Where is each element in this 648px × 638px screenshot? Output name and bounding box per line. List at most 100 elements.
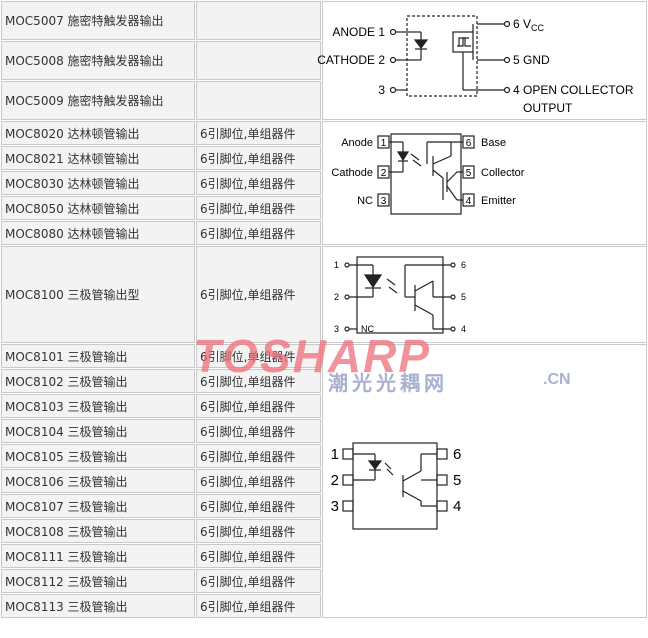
table-row: MOC8103 三极管输出 6引脚位,单组器件: [1, 394, 647, 418]
diagram-cell-darlington: 1 2 3 6 5 4 Anode Cathode NC Base Collec…: [322, 121, 647, 245]
model-cell: MOC8080 达林顿管输出: [1, 221, 195, 245]
table-row: MOC8106 三极管输出 6引脚位,单组器件: [1, 469, 647, 493]
pin-3-label: 3: [381, 196, 387, 207]
table-row: MOC8080 达林顿管输出 6引脚位,单组器件: [1, 221, 647, 245]
model-cell: MOC8107 三极管输出: [1, 494, 195, 518]
desc-cell: 6引脚位,单组器件: [196, 594, 321, 618]
pin-2-label: 2: [334, 292, 339, 302]
model-cell: MOC8100 三极管输出型: [1, 246, 195, 343]
cathode-label: CATHODE 2: [317, 53, 385, 67]
desc-cell: 6引脚位,单组器件: [196, 569, 321, 593]
desc-cell: [196, 81, 321, 120]
table-row: MOC8104 三极管输出 6引脚位,单组器件: [1, 419, 647, 443]
table-row: MOC8105 三极管输出 6引脚位,单组器件: [1, 444, 647, 468]
transistor-output-pinout-diagram-2: 1 2 3 6 5 4: [331, 442, 461, 530]
table-row: MOC8113 三极管输出 6引脚位,单组器件: [1, 594, 647, 618]
model-cell: MOC8050 达林顿管输出: [1, 196, 195, 220]
table-row: MOC5009 施密特触发器输出: [1, 81, 647, 120]
model-cell: MOC8103 三极管输出: [1, 394, 195, 418]
table-row: MOC5008 施密特触发器输出: [1, 41, 647, 80]
pin-6-label: 6: [453, 446, 461, 463]
cathode-label: Cathode: [331, 167, 373, 179]
pin-5-label: 5: [466, 168, 472, 179]
desc-cell: 6引脚位,单组器件: [196, 369, 321, 393]
model-cell: MOC8111 三极管输出: [1, 544, 195, 568]
desc-cell: 6引脚位,单组器件: [196, 519, 321, 543]
model-cell: MOC5008 施密特触发器输出: [1, 41, 195, 80]
pin3-label: 3: [378, 83, 385, 97]
desc-cell: 6引脚位,单组器件: [196, 494, 321, 518]
desc-cell: 6引脚位,单组器件: [196, 121, 321, 145]
gnd-label: 5 GND: [513, 53, 550, 67]
model-cell: MOC8102 三极管输出: [1, 369, 195, 393]
pin-4-label: 4: [461, 324, 466, 334]
diagram-cell-transistor-a: 1 2 3 NC 6 5 4: [322, 246, 647, 343]
desc-cell: 6引脚位,单组器件: [196, 171, 321, 195]
desc-cell: [196, 41, 321, 80]
output-label: OUTPUT: [523, 101, 573, 115]
open-collector-label: 4 OPEN COLLECTOR: [513, 83, 634, 97]
diagram-cell-transistor-b: 1 2 3 6 5 4: [322, 344, 647, 618]
desc-cell: 6引脚位,单组器件: [196, 544, 321, 568]
model-cell: MOC8104 三极管输出: [1, 419, 195, 443]
emitter-label: Emitter: [481, 195, 516, 207]
model-cell: MOC5009 施密特触发器输出: [1, 81, 195, 120]
model-cell: MOC5007 施密特触发器输出: [1, 1, 195, 40]
anode-label: Anode: [341, 137, 373, 149]
desc-cell: 6引脚位,单组器件: [196, 344, 321, 368]
pin-1-label: 1: [381, 138, 387, 149]
collector-label: Collector: [481, 167, 525, 179]
table-row: MOC8030 达林顿管输出 6引脚位,单组器件: [1, 171, 647, 195]
nc-label: NC: [361, 324, 374, 334]
pin-6-label: 6: [461, 260, 466, 270]
pin-2-label: 2: [331, 472, 339, 489]
transistor-output-pinout-diagram: 1 2 3 NC 6 5 4: [334, 256, 466, 334]
pin-4-label: 4: [453, 498, 461, 515]
table-row: MOC8100 三极管输出型 6引脚位,单组器件: [1, 246, 647, 343]
pin-5-label: 5: [461, 292, 466, 302]
vcc-label: 6 VCC: [513, 17, 545, 33]
base-label: Base: [481, 137, 506, 149]
pin-2-label: 2: [381, 168, 387, 179]
pin-1-label: 1: [334, 260, 339, 270]
desc-cell: 6引脚位,单组器件: [196, 196, 321, 220]
pin-3-label: 3: [331, 498, 339, 515]
desc-cell: 6引脚位,单组器件: [196, 146, 321, 170]
diagram-cell-schmitt: ANODE 1 CATHODE 2 3 6 VCC 5 GND 4 OPEN C…: [317, 1, 647, 120]
desc-cell: 6引脚位,单组器件: [196, 246, 321, 343]
model-cell: MOC8106 三极管输出: [1, 469, 195, 493]
model-cell: MOC8101 三极管输出: [1, 344, 195, 368]
model-cell: MOC8108 三极管输出: [1, 519, 195, 543]
nc-label: NC: [357, 195, 373, 207]
desc-cell: 6引脚位,单组器件: [196, 444, 321, 468]
table-row: MOC8111 三极管输出 6引脚位,单组器件: [1, 544, 647, 568]
table-row: MOC8102 三极管输出 6引脚位,单组器件: [1, 369, 647, 393]
table-row: MOC8101 三极管输出 6引脚位,单组器件 1 2: [1, 344, 647, 618]
darlington-pinout-diagram: 1 2 3 6 5 4 Anode Cathode NC Base Collec…: [331, 133, 525, 215]
table-row: MOC8112 三极管输出 6引脚位,单组器件: [1, 569, 647, 593]
desc-cell: 6引脚位,单组器件: [196, 419, 321, 443]
schmitt-trigger-pinout-diagram: ANODE 1 CATHODE 2 3 6 VCC 5 GND 4 OPEN C…: [317, 15, 634, 115]
table-row: MOC5007 施密特触发器输出: [1, 1, 647, 120]
model-cell: MOC8112 三极管输出: [1, 569, 195, 593]
pin-1-label: 1: [331, 446, 339, 463]
table-row: MOC8107 三极管输出 6引脚位,单组器件: [1, 494, 647, 518]
pin-4-label: 4: [466, 196, 472, 207]
model-cell: MOC8113 三极管输出: [1, 594, 195, 618]
model-cell: MOC8105 三极管输出: [1, 444, 195, 468]
model-cell: MOC8030 达林顿管输出: [1, 171, 195, 195]
pin-5-label: 5: [453, 472, 461, 489]
table-row: MOC8021 达林顿管输出 6引脚位,单组器件: [1, 146, 647, 170]
pin-6-label: 6: [466, 138, 472, 149]
desc-cell: 6引脚位,单组器件: [196, 394, 321, 418]
desc-cell: 6引脚位,单组器件: [196, 469, 321, 493]
table-row: MOC8108 三极管输出 6引脚位,单组器件: [1, 519, 647, 543]
pin-3-label: 3: [334, 324, 339, 334]
model-cell: MOC8021 达林顿管输出: [1, 146, 195, 170]
table-row: MOC8020 达林顿管输出 6引脚位,单组器件 1: [1, 121, 647, 245]
product-table: MOC5007 施密特触发器输出: [0, 0, 648, 619]
table-row: MOC8050 达林顿管输出 6引脚位,单组器件: [1, 196, 647, 220]
desc-cell: 6引脚位,单组器件: [196, 221, 321, 245]
anode-label: ANODE 1: [332, 25, 385, 39]
